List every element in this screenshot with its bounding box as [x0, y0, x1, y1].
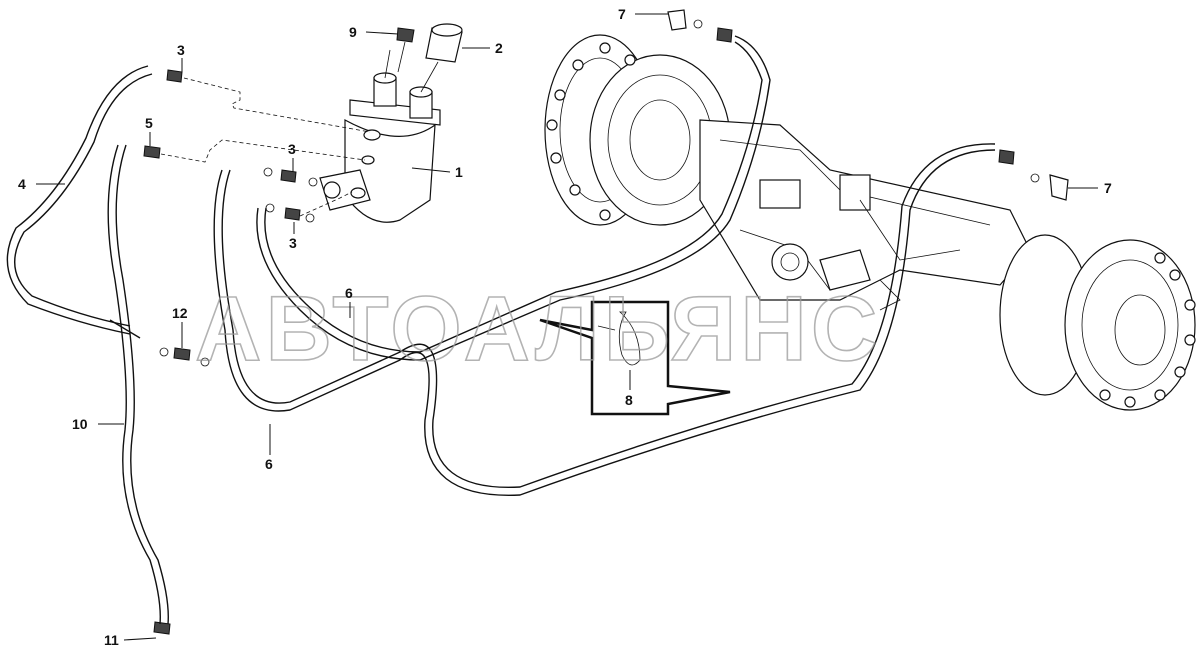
watermark-text: АВТОАЛЬЯНС	[195, 278, 881, 380]
callout-5: 5	[145, 115, 153, 131]
axle-housing	[699, 119, 1031, 311]
fittings	[143, 9, 1069, 635]
callout-leaders	[36, 13, 1098, 641]
callout-numbers: 1 2 3 3 3 4 5 6 6 7 7 8 9 10 11 12	[18, 6, 1112, 648]
hoses	[6, 35, 996, 625]
callout-6-lower: 6	[265, 456, 273, 472]
callout-12: 12	[172, 305, 188, 321]
callout-7-right: 7	[1104, 180, 1112, 196]
callout-8: 8	[625, 392, 633, 408]
callout-3-bottom: 3	[289, 235, 297, 251]
callout-3-middle: 3	[288, 141, 296, 157]
callout-6-upper: 6	[345, 285, 353, 301]
callout-1: 1	[455, 164, 463, 180]
brake-valve	[319, 23, 463, 223]
callout-2: 2	[495, 40, 503, 56]
callout-10: 10	[72, 416, 88, 432]
callout-7-left: 7	[618, 6, 626, 22]
fitting-part-11	[153, 621, 171, 635]
left-wheel-hub	[544, 34, 731, 226]
callout-4: 4	[18, 176, 26, 192]
connection-dashes	[160, 77, 371, 217]
right-wheel-hub	[999, 234, 1196, 411]
nut-part-9	[396, 27, 415, 43]
detail-8-callout-box	[539, 300, 731, 416]
drive-axle	[544, 34, 1196, 411]
callout-9: 9	[349, 24, 357, 40]
callout-11: 11	[104, 632, 119, 648]
callout-3-top: 3	[177, 42, 185, 58]
